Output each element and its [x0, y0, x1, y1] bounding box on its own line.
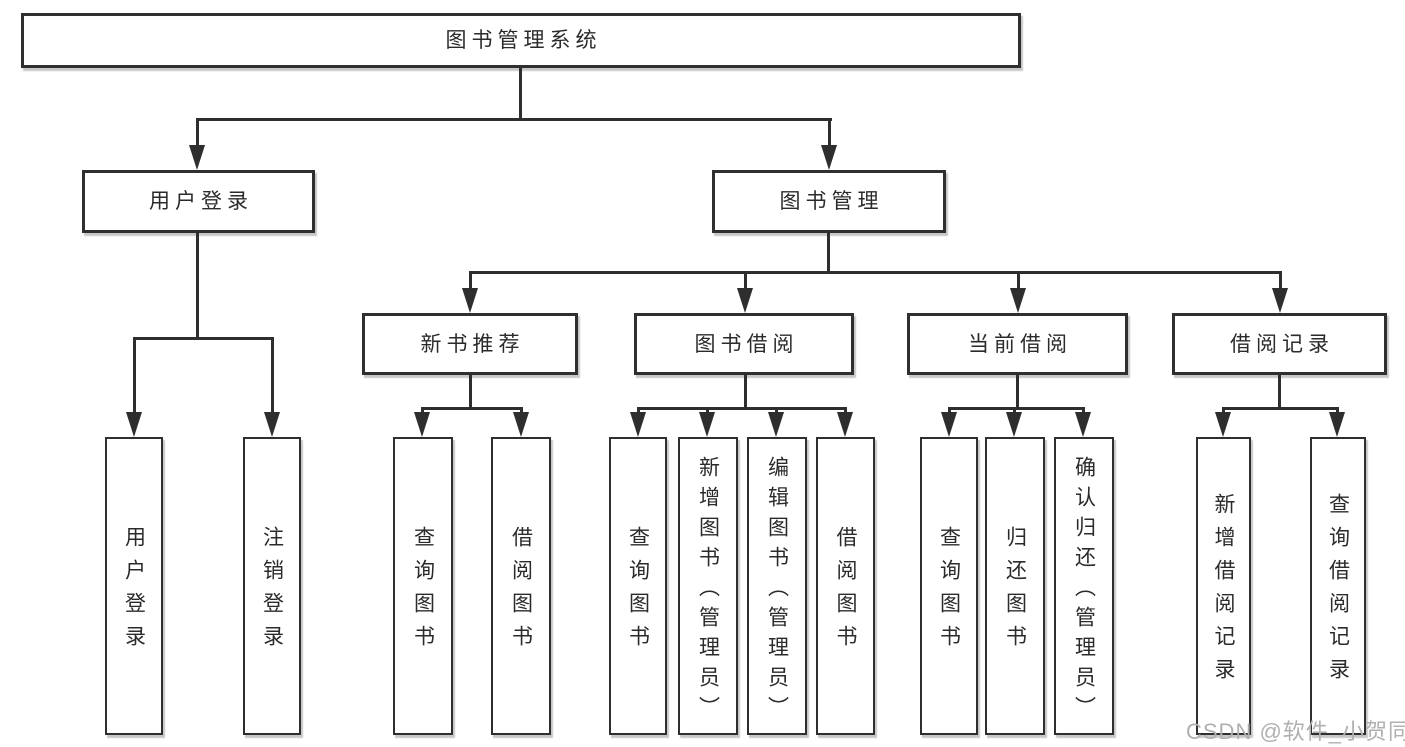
- connector-shaft: [1336, 407, 1339, 415]
- node-current-borrow-label: 当前借阅: [968, 332, 1072, 356]
- arrow-down-icon: [837, 412, 853, 437]
- arrow-down-icon: [1272, 288, 1288, 313]
- leaf-query-books-borrow-label: 查询图书: [626, 526, 650, 658]
- leaf-query-books-recommend: 查询图书: [393, 437, 453, 735]
- node-current-borrow: 当前借阅: [907, 313, 1128, 375]
- csdn-watermark: CSDN @软件_小贺同学: [1186, 719, 1405, 744]
- node-user-login-label: 用户登录: [149, 190, 253, 213]
- connector-root-bar: [196, 118, 832, 121]
- node-borrow-records: 借阅记录: [1172, 313, 1387, 375]
- leaf-add-borrow-record-label: 新增借阅记录: [1212, 493, 1235, 691]
- leaf-query-borrow-record: 查询借阅记录: [1310, 437, 1366, 735]
- leaf-query-books-borrow: 查询图书: [609, 437, 667, 735]
- connector-shaft: [1017, 271, 1020, 292]
- connector-userlogin-stub: [196, 231, 199, 340]
- arrow-down-icon: [1329, 412, 1345, 437]
- leaf-user-login-label: 用户登录: [122, 526, 146, 658]
- leaf-return-book-label: 归还图书: [1003, 526, 1027, 658]
- leaf-borrow-books-label: 借阅图书: [834, 526, 857, 658]
- arrow-down-icon: [513, 412, 529, 437]
- connector-shaft: [828, 118, 831, 150]
- leaf-return-book: 归还图书: [985, 437, 1045, 735]
- leaf-edit-book-admin-label: 编辑图书（管理员）: [765, 455, 789, 726]
- connector-shaft: [1279, 271, 1282, 292]
- arrow-down-icon: [1006, 412, 1022, 437]
- node-library-system-label: 图书管理系统: [445, 29, 602, 52]
- arrow-down-icon: [630, 412, 646, 437]
- connector-bookmgmt-stub: [827, 231, 830, 274]
- connector-current-stub: [1016, 373, 1019, 410]
- node-borrow-records-label: 借阅记录: [1230, 332, 1334, 356]
- connector-borrow-bar: [637, 407, 847, 410]
- connector-shaft: [1013, 407, 1016, 415]
- leaf-add-book-admin-label: 新增图书（管理员）: [696, 455, 720, 726]
- arrow-down-icon: [768, 412, 784, 437]
- arrow-down-icon: [1075, 412, 1091, 437]
- connector-shaft: [1082, 407, 1085, 415]
- connector-records-stub: [1278, 373, 1281, 410]
- connector-current-bar: [948, 407, 1085, 410]
- leaf-query-books-current: 查询图书: [920, 437, 978, 735]
- connector-userlogin-bar: [133, 337, 274, 340]
- connector-shaft: [421, 407, 424, 415]
- leaf-logout-label: 注销登录: [260, 526, 284, 658]
- leaf-add-borrow-record: 新增借阅记录: [1196, 437, 1251, 735]
- connector-shaft: [637, 407, 640, 415]
- leaf-borrow-books-recommend: 借阅图书: [491, 437, 551, 735]
- connector-shaft: [844, 407, 847, 415]
- node-new-book-recommend: 新书推荐: [362, 313, 578, 375]
- leaf-borrow-books-recommend-label: 借阅图书: [509, 526, 533, 658]
- leaf-query-books-recommend-label: 查询图书: [411, 526, 435, 658]
- connector-root-stub: [519, 66, 522, 120]
- arrow-down-icon: [126, 412, 142, 437]
- connector-records-bar: [1222, 407, 1339, 410]
- connector-shaft: [1222, 407, 1225, 415]
- connector-recommend-bar: [421, 407, 523, 410]
- arrow-down-icon: [462, 288, 478, 313]
- leaf-add-book-admin: 新增图书（管理员）: [678, 437, 738, 735]
- leaf-confirm-return-admin-label: 确认归还（管理员）: [1072, 455, 1096, 726]
- arrow-down-icon: [189, 145, 205, 170]
- arrow-down-icon: [737, 288, 753, 313]
- arrow-down-icon: [1215, 412, 1231, 437]
- connector-recommend-stub: [469, 373, 472, 410]
- connector-shaft: [271, 337, 274, 416]
- leaf-borrow-books: 借阅图书: [816, 437, 875, 735]
- connector-shaft: [196, 118, 199, 150]
- node-book-management: 图书管理: [712, 170, 946, 233]
- node-library-system: 图书管理系统: [21, 13, 1021, 68]
- leaf-query-borrow-record-label: 查询借阅记录: [1326, 493, 1350, 691]
- connector-borrow-stub: [744, 373, 747, 410]
- leaf-edit-book-admin: 编辑图书（管理员）: [747, 437, 807, 735]
- connector-shaft: [744, 271, 747, 292]
- leaf-logout: 注销登录: [243, 437, 301, 735]
- node-book-borrow-label: 图书借阅: [694, 332, 799, 356]
- connector-shaft: [469, 271, 472, 292]
- connector-shaft: [520, 407, 523, 415]
- connector-bookmgmt-bar: [469, 271, 1282, 274]
- arrow-down-icon: [821, 145, 837, 170]
- node-book-management-label: 图书管理: [779, 190, 884, 213]
- node-user-login: 用户登录: [82, 170, 315, 233]
- arrow-down-icon: [414, 412, 430, 437]
- arrow-down-icon: [1010, 288, 1026, 313]
- arrow-down-icon: [264, 412, 280, 437]
- node-new-book-recommend-label: 新书推荐: [420, 332, 525, 356]
- connector-shaft: [706, 407, 709, 415]
- leaf-user-login: 用户登录: [105, 437, 163, 735]
- arrow-down-icon: [941, 412, 957, 437]
- connector-shaft: [133, 337, 136, 416]
- connector-shaft: [948, 407, 951, 415]
- node-book-borrow: 图书借阅: [634, 313, 854, 375]
- connector-shaft: [775, 407, 778, 415]
- arrow-down-icon: [699, 412, 715, 437]
- leaf-confirm-return-admin: 确认归还（管理员）: [1054, 437, 1114, 735]
- leaf-query-books-current-label: 查询图书: [937, 526, 961, 658]
